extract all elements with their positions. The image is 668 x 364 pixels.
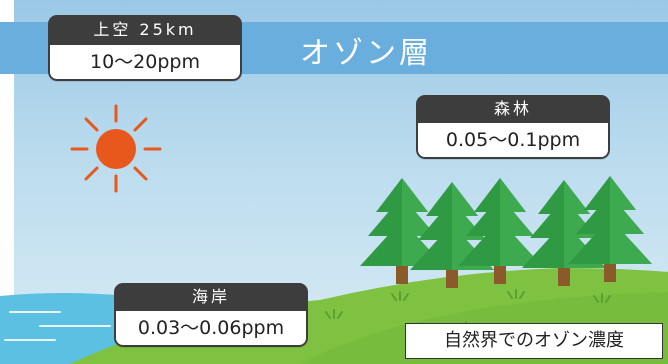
forest-label: 森林 0.05〜0.1ppm xyxy=(416,95,610,159)
sun-icon xyxy=(70,104,162,193)
forest-trees xyxy=(360,176,652,288)
sea-wave xyxy=(4,311,111,341)
forest-title: 森林 xyxy=(416,95,610,123)
sky-altitude-label: 上空 25km 10〜20ppm xyxy=(48,15,242,81)
coast-label: 海岸 0.03〜0.06ppm xyxy=(114,283,308,347)
sky-altitude-title: 上空 25km xyxy=(48,15,242,45)
forest-value: 0.05〜0.1ppm xyxy=(416,123,610,159)
figure-caption: 自然界でのオゾン濃度 xyxy=(405,323,663,359)
coast-title: 海岸 xyxy=(114,283,308,311)
coast-value: 0.03〜0.06ppm xyxy=(114,311,308,347)
sky-altitude-value: 10〜20ppm xyxy=(48,45,242,81)
ozone-layer-label: オゾン層 xyxy=(300,36,432,71)
